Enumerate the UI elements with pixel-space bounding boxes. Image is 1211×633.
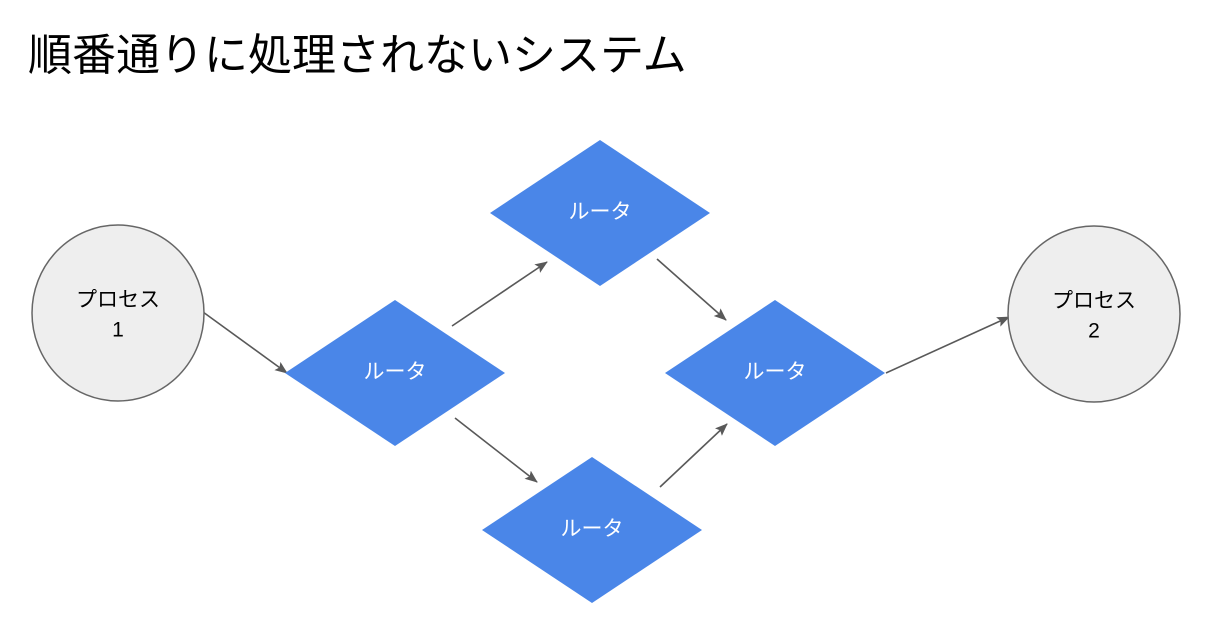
node-label-process-1: プロセス <box>76 289 160 312</box>
node-label-router-left: ルータ <box>364 361 427 384</box>
node-label-router-right: ルータ <box>744 361 807 384</box>
node-router-bottom[interactable]: ルータ <box>482 457 702 603</box>
node-label-router-bottom: ルータ <box>561 518 624 541</box>
node-shape-diamond[interactable] <box>665 300 885 446</box>
node-process-2[interactable]: プロセス 2 <box>1007 225 1181 403</box>
node-router-left[interactable]: ルータ <box>285 300 505 446</box>
edge-process-1-to-router-left <box>202 311 288 374</box>
page-title: 順番通りに処理されないシステム <box>28 31 687 80</box>
edges-layer <box>202 258 1010 488</box>
node-shape-ellipse[interactable] <box>31 224 205 402</box>
node-router-top[interactable]: ルータ <box>490 140 710 286</box>
edge-router-left-to-router-top <box>451 261 548 327</box>
node-label-process-2: プロセス <box>1052 290 1136 313</box>
edge-router-top-to-router-right <box>656 258 727 321</box>
edge-router-bottom-to-router-right <box>659 423 728 488</box>
edge-router-right-to-process-2 <box>885 316 1010 374</box>
node-sublabel-process-2: 2 <box>1088 320 1100 343</box>
node-router-right[interactable]: ルータ <box>665 300 885 446</box>
node-shape-ellipse[interactable] <box>1007 225 1181 403</box>
nodes-layer: プロセス1ルータルータルータルータプロセス2 <box>31 140 1181 603</box>
node-shape-diamond[interactable] <box>490 140 710 286</box>
node-shape-diamond[interactable] <box>285 300 505 446</box>
node-shape-diamond[interactable] <box>482 457 702 603</box>
node-process-1[interactable]: プロセス 1 <box>31 224 205 402</box>
edge-router-left-to-router-bottom <box>454 417 538 483</box>
node-label-router-top: ルータ <box>569 201 632 224</box>
node-sublabel-process-1: 1 <box>112 319 124 342</box>
